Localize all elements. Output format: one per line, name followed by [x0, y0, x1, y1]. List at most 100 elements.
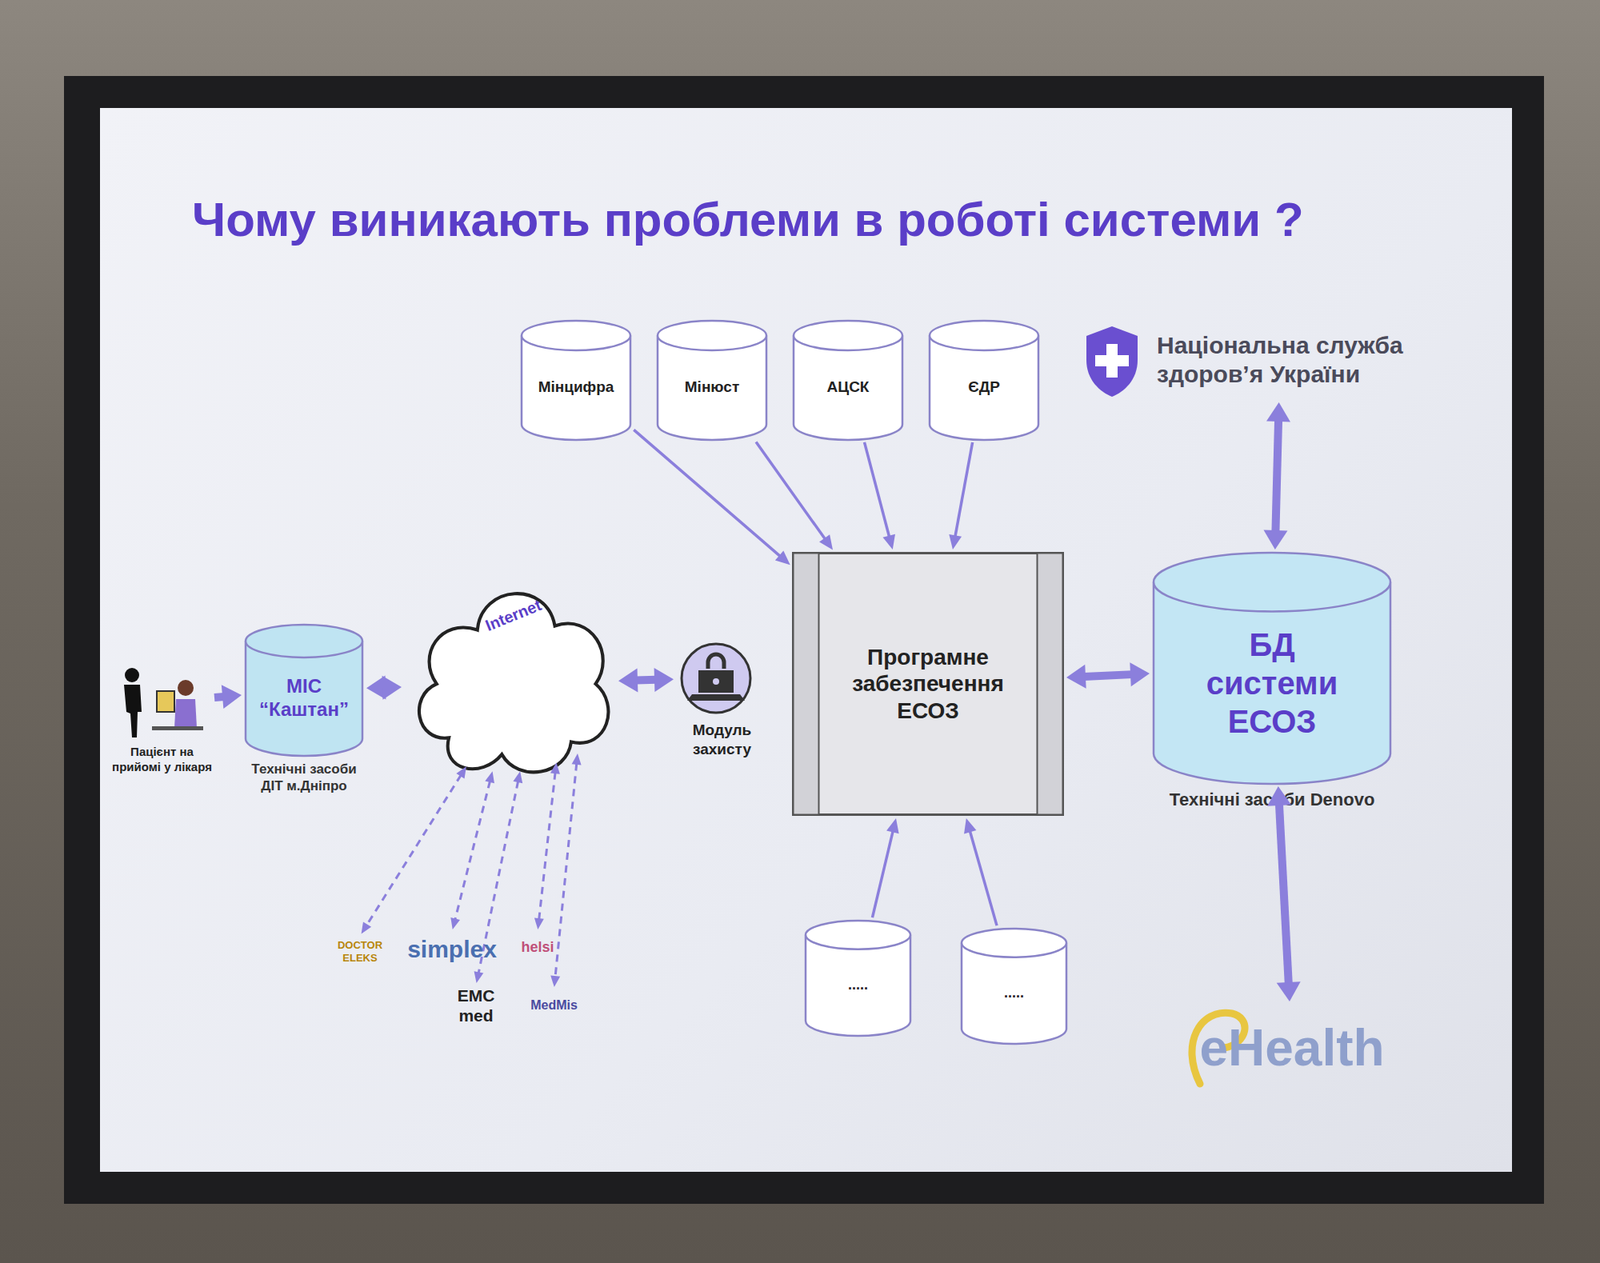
arrow-connector [872, 818, 899, 918]
box-outline [793, 553, 1064, 816]
arrow-head [450, 917, 460, 930]
mis-logo: EMC med [444, 985, 508, 1026]
connector-line [539, 772, 556, 920]
nszu-logo-shape [1080, 320, 1144, 400]
node-label: simplex [407, 935, 497, 964]
arrow-connector [366, 676, 402, 700]
arrow-head [366, 676, 386, 700]
database-cylinder: БД системи ЕСОЗ Технічні засоби Denovo [1152, 552, 1392, 812]
connector-line [455, 781, 491, 920]
mis-logo-shape: simplex [404, 932, 500, 968]
connector-line [1084, 674, 1133, 677]
connector-line [366, 775, 461, 926]
node-label: ЄДР [968, 378, 1000, 397]
connector-line [955, 442, 973, 537]
node-caption: Пацієнт на прийомі у лікаря [112, 744, 212, 776]
connector-line [478, 781, 518, 974]
registry-cylinder-shape: ..... [960, 928, 1068, 1044]
arrow-head [1266, 402, 1291, 422]
dashed-connector [450, 771, 495, 930]
security-module-shape [676, 640, 768, 716]
box-band [793, 553, 820, 816]
shield-outline [1080, 320, 1144, 400]
module-outline [676, 640, 768, 716]
patient-icon-shape [112, 664, 212, 740]
connector-line [633, 429, 780, 556]
arrow-connector [1267, 786, 1301, 1002]
module-circle [681, 644, 751, 713]
keyhole [712, 678, 720, 685]
arrow-head [1267, 786, 1292, 807]
arrow-connector [864, 442, 896, 550]
software-box-shape: Програмне забезпечення ЕСОЗ [792, 552, 1064, 816]
slide-title: Чому виникають проблеми в роботі системи… [192, 192, 1432, 248]
arrow-head [654, 668, 674, 692]
lock-shackle [708, 654, 724, 669]
node-label: БД системи ЕСОЗ [1188, 625, 1356, 741]
cylinder-top [521, 320, 631, 351]
arrow-head [948, 534, 962, 550]
connector-line [1279, 804, 1289, 985]
mis-logo-shape: EMC med [444, 985, 508, 1026]
arrow-head [882, 534, 895, 550]
monitor [156, 691, 175, 712]
arrow-connector [618, 668, 674, 693]
arrow-head [456, 766, 467, 779]
doctor-head [177, 680, 194, 696]
node-label: MedMis [530, 997, 578, 1013]
registry-cylinder: АЦСК [792, 320, 904, 440]
arrow-head [361, 921, 372, 934]
arrow-connector [1263, 402, 1291, 550]
doctor-body [174, 699, 197, 728]
registry-cylinder-shape: АЦСК [792, 320, 904, 440]
registry-cylinder-shape: Мінцифра [520, 320, 632, 440]
mis-logo-shape: MedMis [516, 989, 592, 1022]
node-caption: Технічні засоби Denovo [1152, 788, 1392, 812]
node-label: МІС “Каштан” [244, 675, 364, 722]
nszu-logo: Національна служба здоров’я України [1080, 320, 1480, 400]
patient-icon: Пацієнт на прийомі у лікаря [112, 664, 212, 776]
node-label: helsi [520, 939, 554, 957]
person-body [124, 684, 142, 738]
registry-cylinder-shape: Мінюст [656, 320, 768, 440]
arrow-head [886, 818, 900, 834]
ehealth-logo: eHealth [1176, 1004, 1408, 1092]
arrow-head [484, 771, 495, 784]
connector-line [969, 830, 997, 926]
database-cylinder: МІС “Каштан” Технічні засоби ДІТ м.Дніпро [244, 624, 364, 796]
arrow-connector [633, 429, 790, 565]
connector-line [380, 684, 389, 692]
node-label: DOCTOR ELEKS [320, 939, 400, 964]
arrow-connector [756, 441, 833, 550]
cylinder-top [657, 320, 767, 351]
mis-logo: simplex [404, 932, 500, 968]
registry-cylinder: ..... [804, 920, 912, 1036]
arrow-head [618, 668, 638, 692]
arrow-head [572, 753, 582, 766]
registry-cylinder: Мінцифра [520, 320, 632, 440]
internet-cloud: Internet [404, 572, 616, 796]
cylinder-top [1153, 552, 1391, 612]
cross-bar [1095, 355, 1129, 367]
node-label: Мінцифра [538, 378, 615, 397]
ehealth-logo-shape: eHealth [1176, 1004, 1408, 1092]
mis-logo-shape: DOCTOR ELEKS [320, 936, 400, 968]
registry-cylinder: ЄДР [928, 320, 1040, 440]
mis-logo: DOCTOR ELEKS [320, 936, 400, 968]
node-caption: Технічні засоби ДІТ м.Дніпро [244, 760, 364, 796]
cylinder-top [929, 320, 1039, 351]
mis-logo-shape: helsi [505, 932, 570, 964]
connector-line [864, 442, 890, 538]
node-label: Мінюст [684, 378, 740, 397]
node-label: eHealth [1199, 1017, 1384, 1080]
box-band [1037, 553, 1064, 816]
node-caption: Модуль захисту [676, 720, 768, 760]
arrow-head [964, 818, 976, 835]
cylinder-top [961, 928, 1067, 958]
software-box: Програмне забезпечення ЕСОЗ [792, 552, 1064, 816]
dashed-connector [534, 762, 560, 930]
database-cylinder-shape: МІС “Каштан” [244, 624, 364, 756]
node-label: ..... [848, 976, 868, 995]
laptop-screen [698, 670, 734, 693]
